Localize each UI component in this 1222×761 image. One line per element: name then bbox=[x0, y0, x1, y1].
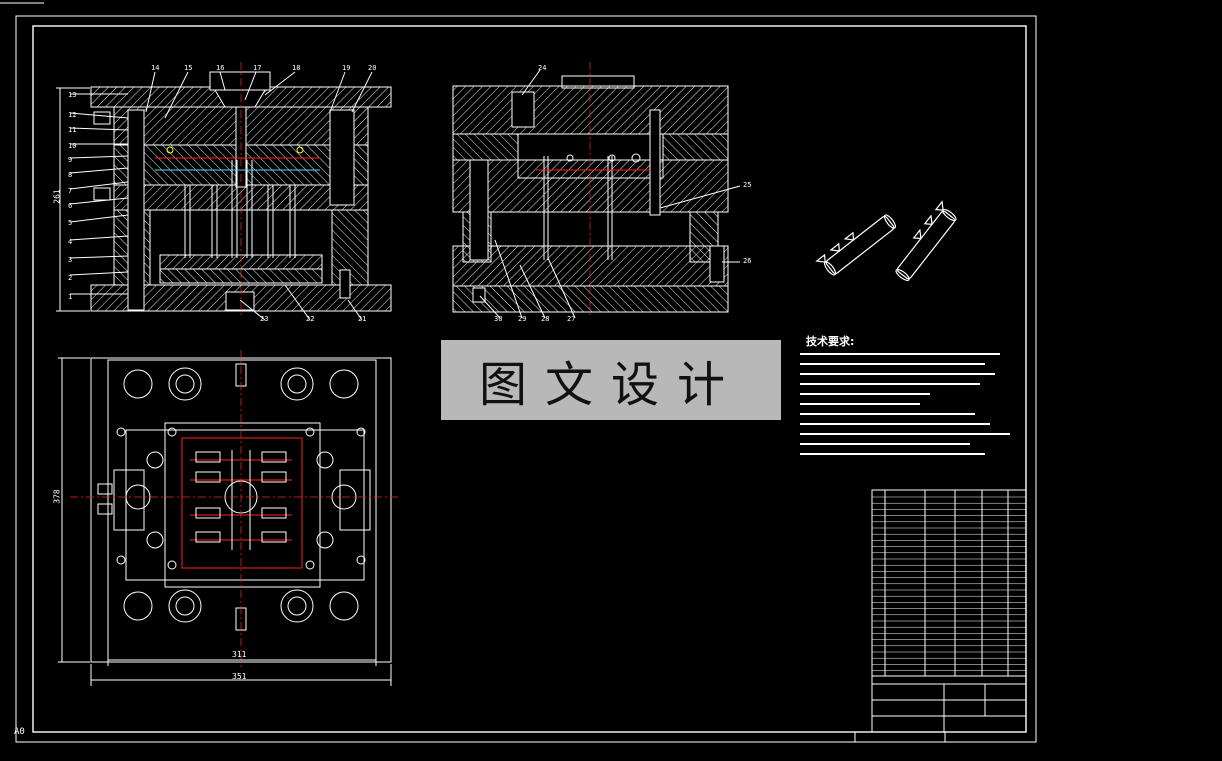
dim-plan-width-outer: 351 bbox=[232, 672, 247, 681]
part-callout-21: 21 bbox=[358, 315, 367, 323]
side-section-view bbox=[452, 62, 741, 319]
part-callout-5: 5 bbox=[68, 219, 73, 227]
part-callout-15: 15 bbox=[184, 64, 193, 72]
part-callout-30: 30 bbox=[494, 315, 503, 323]
part-callout-16: 16 bbox=[216, 64, 225, 72]
part-callout-8: 8 bbox=[68, 171, 73, 179]
part-callout-26: 26 bbox=[743, 257, 752, 265]
part-callout-24: 24 bbox=[538, 64, 547, 72]
tech-requirements-title: 技术要求: bbox=[806, 335, 855, 348]
part-callout-25: 25 bbox=[743, 181, 752, 189]
part-callout-11: 11 bbox=[68, 126, 77, 134]
part-callout-23: 23 bbox=[260, 315, 269, 323]
part-callout-9: 9 bbox=[68, 156, 73, 164]
plan-view bbox=[58, 350, 400, 686]
part-callout-14: 14 bbox=[151, 64, 160, 72]
part-callout-12: 12 bbox=[68, 111, 77, 119]
part-callout-18: 18 bbox=[292, 64, 301, 72]
part-callout-1: 1 bbox=[68, 293, 73, 301]
sheet-border bbox=[0, 2, 1037, 743]
dim-plan-height: 378 bbox=[52, 489, 62, 504]
part-callout-29: 29 bbox=[518, 315, 527, 323]
part-callout-4: 4 bbox=[68, 238, 73, 246]
part-callout-22: 22 bbox=[306, 315, 315, 323]
part-callout-27: 27 bbox=[567, 315, 576, 323]
part-callout-7: 7 bbox=[68, 187, 73, 195]
part-callout-3: 3 bbox=[68, 256, 73, 264]
part-callout-17: 17 bbox=[253, 64, 262, 72]
bill-of-materials bbox=[871, 489, 1027, 733]
dim-plan-width-inner: 311 bbox=[232, 650, 247, 659]
front-section-view bbox=[56, 62, 392, 321]
tech-requirements-lines bbox=[800, 353, 1010, 455]
bom-row-lines bbox=[872, 496, 1026, 671]
part-callout-13: 13 bbox=[68, 91, 77, 99]
part-isometric-sketches bbox=[815, 200, 957, 282]
part-callout-6: 6 bbox=[68, 202, 73, 210]
part-callout-28: 28 bbox=[541, 315, 550, 323]
part-callout-2: 2 bbox=[68, 274, 73, 282]
part-callout-19: 19 bbox=[342, 64, 351, 72]
watermark-banner: 图文设计 bbox=[441, 340, 781, 420]
part-callout-20: 20 bbox=[368, 64, 377, 72]
sheet-size-label: A0 bbox=[14, 727, 25, 737]
dim-overall-height: 261 bbox=[52, 189, 62, 204]
part-callout-10: 10 bbox=[68, 142, 77, 150]
